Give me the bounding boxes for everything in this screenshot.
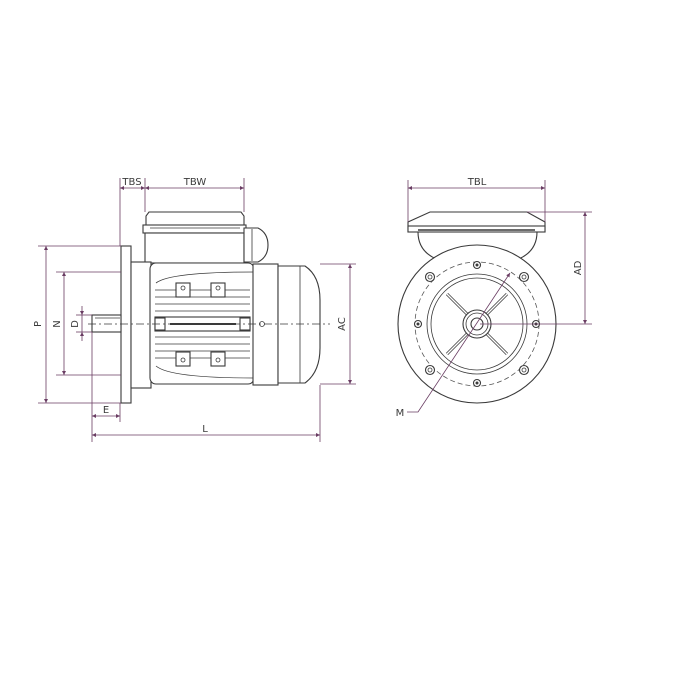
p-label: P — [33, 321, 44, 327]
flange — [120, 245, 132, 404]
bearing-housing — [130, 261, 152, 389]
m-leader — [407, 272, 511, 413]
bolt-holes — [413, 260, 541, 388]
shaft — [91, 314, 122, 333]
motor-body — [149, 262, 255, 385]
terminal-box — [142, 211, 269, 264]
d-label: D — [70, 320, 81, 328]
tbw-label: TBW — [183, 177, 207, 188]
l-label: L — [202, 424, 208, 435]
tbl-label: TBL — [467, 177, 487, 188]
fan-cover — [252, 263, 321, 386]
ad-label: AD — [573, 260, 584, 275]
tbs-label: TBS — [121, 177, 141, 188]
front-view: TBL AD M — [396, 177, 592, 419]
m-label: M — [396, 408, 405, 419]
ac-label: AC — [337, 317, 348, 331]
side-view: TBS TBW P N D E L AC — [33, 177, 356, 442]
n-label: N — [52, 320, 63, 327]
e-label: E — [103, 405, 109, 416]
cable-gland-icon — [243, 227, 269, 263]
